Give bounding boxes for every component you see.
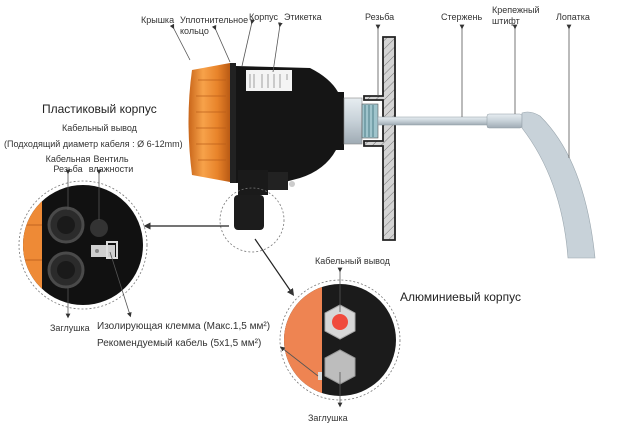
- label-seal-ring-2: кольцо: [180, 26, 209, 36]
- aluminium-housing-title: Алюминиевый корпус: [400, 290, 521, 304]
- label-nameplate: Этикетка: [284, 12, 322, 22]
- plastic-plug: Заглушка: [50, 323, 90, 333]
- thread: [361, 103, 379, 139]
- plastic-cable-diameter: (Подходящий диаметр кабеля : Ø 6-12mm): [4, 139, 183, 149]
- plastic-humidity-valve-1: Вентиль: [93, 154, 129, 164]
- device: [188, 63, 379, 230]
- shaft: [377, 116, 489, 126]
- plastic-housing-detail: [23, 185, 143, 305]
- detail-circle-aluminium: [279, 279, 401, 401]
- aluminium-housing-detail: [284, 284, 396, 396]
- paddle: [521, 111, 596, 259]
- seal-ring: [230, 63, 236, 183]
- cable-gland: [234, 195, 264, 230]
- label-seal-ring-1: Уплотнительное: [180, 15, 249, 25]
- fixing-pin: [486, 113, 523, 129]
- plastic-detail-leaders: [65, 169, 132, 319]
- plastic-humidity-valve-2: влажности: [88, 164, 134, 174]
- label-fixing-pin-1: Крепежный: [492, 5, 540, 15]
- plastic-terminal: Изолирующая клемма (Макс.1,5 мм²): [97, 321, 271, 332]
- aluminium-cable-entry: Кабельный вывод: [315, 256, 390, 266]
- plastic-cable-thread-1: Кабельная: [45, 154, 91, 164]
- black-housing: [236, 66, 344, 183]
- leader-lines: [169, 19, 572, 158]
- detail-circle-gland: [219, 187, 285, 253]
- aluminium-detail-leaders: [280, 267, 343, 408]
- orange-cover: [188, 63, 230, 182]
- label-housing: Корпус: [249, 12, 279, 22]
- mounting-wall: [363, 36, 396, 241]
- label-paddle: Лопатка: [556, 12, 590, 22]
- label-cover: Крышка: [141, 15, 175, 25]
- plastic-cable-thread-2: Резьба: [53, 164, 83, 174]
- aluminium-plug: Заглушка: [308, 413, 348, 423]
- label-thread: Резьба: [365, 12, 395, 22]
- label-fixing-pin-2: штифт: [492, 16, 520, 26]
- nameplate-label: [246, 70, 292, 91]
- hex-nut: [343, 97, 363, 145]
- label-shaft: Стержень: [441, 12, 483, 22]
- plastic-housing-title: Пластиковый корпус: [42, 102, 157, 116]
- detail-circle-plastic: [18, 180, 148, 310]
- plastic-recommended-cable: Рекомендуемый кабель (5х1,5 мм²): [97, 338, 262, 349]
- arrow-to-aluminium: [254, 238, 295, 296]
- plastic-cable-entry: Кабельный вывод: [62, 123, 137, 133]
